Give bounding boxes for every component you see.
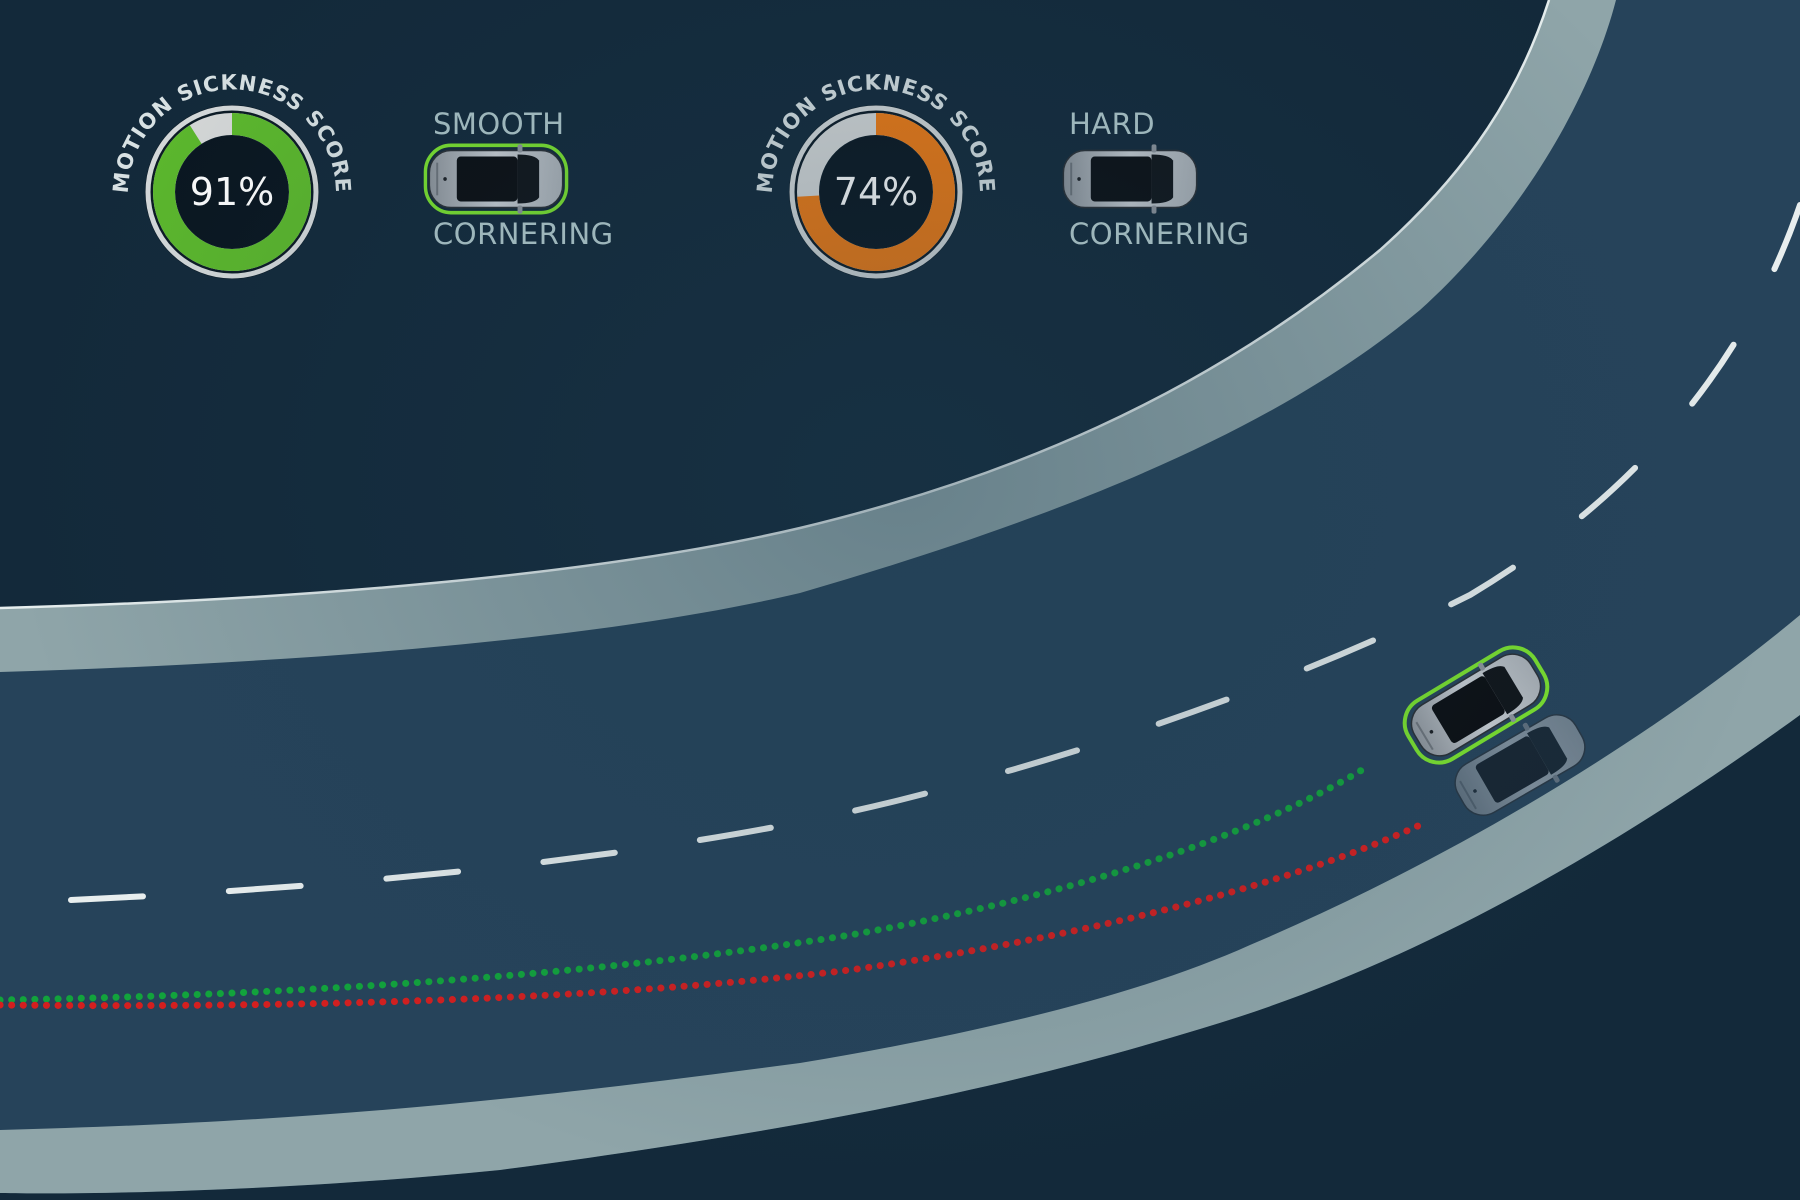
gauge-outer-ring <box>789 105 963 279</box>
gauge-hard: 74% MOTION SICKNESS SCORE <box>753 70 998 279</box>
gauge-outer-ring <box>145 105 319 279</box>
mode-label-hard: HARD <box>1069 107 1156 141</box>
gauge-score-arc <box>797 113 955 271</box>
gauge-score-value: 91% <box>190 170 274 214</box>
gauge-center <box>820 136 932 248</box>
hard-cornering-trail <box>0 821 1424 1010</box>
mode-label-cornering-2: CORNERING <box>1069 217 1250 251</box>
gauge-score-value: 74% <box>834 170 918 214</box>
gauge-center <box>176 136 288 248</box>
road-inner-edge-highlight <box>0 0 1551 610</box>
car-top-view-icon <box>1062 143 1198 215</box>
road-outer-edge-band <box>0 615 1800 1194</box>
gauge-score-arc <box>153 113 311 271</box>
mode-label-smooth: SMOOTH <box>433 107 565 141</box>
road-inner-edge-band <box>0 0 1616 672</box>
smooth-car <box>1399 639 1553 771</box>
car-top-view-highlighted-icon <box>423 143 569 215</box>
smooth-cornering-trail <box>0 761 1374 1004</box>
mode-label-cornering-1: CORNERING <box>433 217 614 251</box>
